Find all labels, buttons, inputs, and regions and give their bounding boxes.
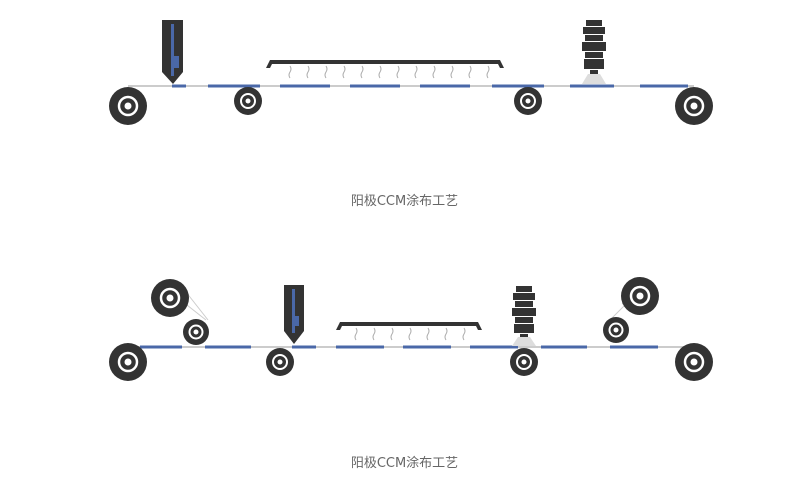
film-path-left — [185, 291, 209, 321]
camera-icon — [512, 286, 536, 346]
diagram-caption: 阳极CCM涂布工艺 — [350, 194, 459, 209]
slot-die-icon — [162, 20, 183, 84]
roller-icon — [514, 87, 542, 115]
camera-light-beam — [512, 337, 536, 346]
roller-icon — [109, 87, 147, 125]
roller-icon — [183, 319, 209, 345]
coating-segments — [172, 84, 688, 88]
roller-icon — [510, 348, 538, 376]
dryer-icon — [266, 60, 504, 79]
roller-icon — [151, 279, 189, 317]
heat-waves — [354, 327, 466, 341]
roller-icon — [109, 343, 147, 381]
roller-icon — [603, 317, 629, 343]
camera-icon — [582, 20, 606, 84]
roller-icon — [621, 277, 659, 315]
roller-icon — [234, 87, 262, 115]
diagram-1 — [109, 20, 713, 125]
diagram-caption: 阳极CCM涂布工艺 — [350, 456, 459, 471]
roller-icon — [266, 348, 294, 376]
diagram-2 — [109, 277, 713, 381]
roller-icon — [675, 343, 713, 381]
coating-segments — [140, 345, 658, 349]
heat-waves — [288, 65, 490, 79]
roller-icon — [675, 87, 713, 125]
slot-die-icon — [284, 285, 304, 344]
camera-light-beam — [582, 74, 606, 84]
dryer-icon — [336, 322, 482, 341]
